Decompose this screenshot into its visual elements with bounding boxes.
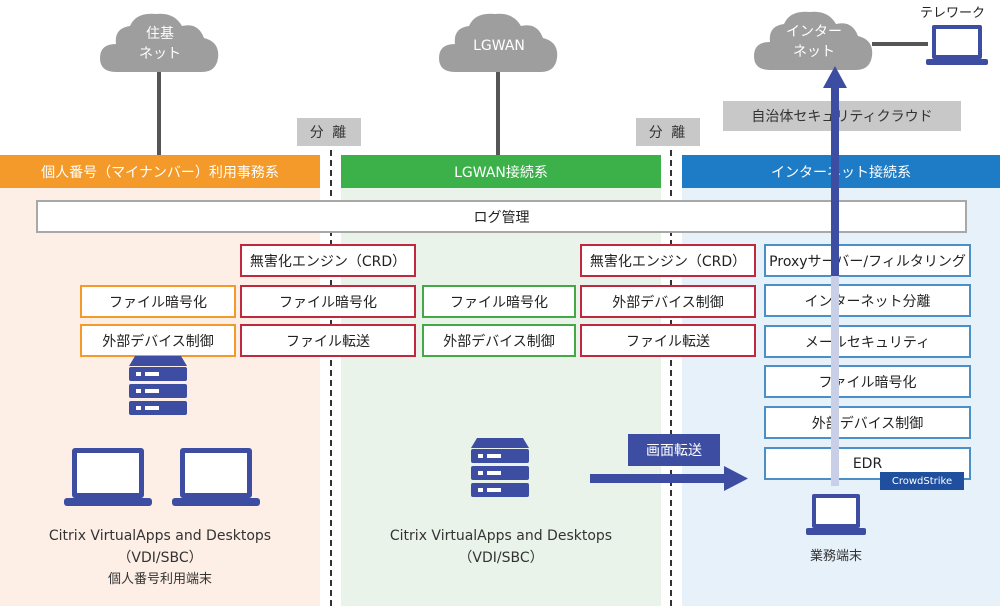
juki-pole [157, 70, 161, 155]
log-management-bar: ログ管理 [36, 200, 967, 233]
screen-transfer-arrow-bar [590, 474, 726, 483]
separator-line-right [670, 150, 672, 606]
caption-lgwan-line1: Citrix VirtualApps and Desktops [389, 528, 613, 544]
laptop-icon-telework [926, 25, 988, 65]
separator-line-left [330, 150, 332, 606]
caption-mynumber-line1: Citrix VirtualApps and Desktops [48, 528, 272, 544]
lgwan-green-box-encrypt: ファイル暗号化 [422, 285, 576, 318]
internet-box-device: 外部デバイス制御 [764, 406, 971, 439]
crowdstrike-tag: CrowdStrike [880, 472, 964, 490]
separator-label-left: 分 離 [297, 118, 361, 146]
separator-label-right: 分 離 [636, 118, 700, 146]
cloud-label-juki: 住基 ネット [139, 26, 181, 62]
laptop-icon-mynumber-1 [64, 448, 152, 506]
internet-box-proxy: Proxyサーバー/フィルタリング [764, 244, 971, 277]
caption-lgwan-line2: （VDI/SBC） [458, 550, 544, 566]
mynumber-red-box-transfer: ファイル転送 [240, 324, 416, 357]
screen-transfer-label: 画面転送 [628, 434, 720, 466]
internet-box-encrypt: ファイル暗号化 [764, 365, 971, 398]
mynumber-red-box-crd: 無害化エンジン（CRD） [240, 244, 416, 277]
lgwan-green-box-device: 外部デバイス制御 [422, 324, 576, 357]
internet-uplink-bar [831, 86, 839, 276]
up-arrow-icon [823, 66, 847, 88]
cloud-icon-juki [100, 13, 219, 72]
internet-box-edr: EDR [764, 447, 971, 480]
server-icon-lgwan [471, 438, 529, 497]
band-internet: インターネット接続系 [682, 155, 1000, 188]
cloud-icon-lgwan [439, 13, 558, 72]
internet-box-isolation: インターネット分離 [764, 284, 971, 317]
mynumber-orange-box-encrypt: ファイル暗号化 [80, 285, 236, 318]
caption-mynumber: Citrix VirtualApps and Desktops （VDI/SBC… [0, 525, 320, 591]
cloud-label-internet: インター ネット [786, 24, 842, 60]
caption-mynumber-line3: 個人番号利用端末 [107, 572, 212, 587]
security-cloud-label: 自治体セキュリティクラウド [723, 101, 961, 131]
caption-lgwan: Citrix VirtualApps and Desktops （VDI/SBC… [341, 525, 661, 569]
internet-box-mail: メールセキュリティ [764, 325, 971, 358]
server-icon-mynumber [129, 356, 187, 415]
laptop-icon-business [806, 494, 866, 535]
telework-connector [872, 42, 928, 46]
telework-label: テレワーク [920, 6, 986, 21]
laptop-icon-mynumber-2 [172, 448, 260, 506]
mynumber-red-box-encrypt: ファイル暗号化 [240, 285, 416, 318]
cloud-icon-internet [754, 11, 873, 70]
lgwan-red-box-crd: 無害化エンジン（CRD） [580, 244, 756, 277]
band-mynumber: 個人番号（マイナンバー）利用事務系 [0, 155, 320, 188]
right-arrow-icon [724, 466, 748, 491]
lgwan-red-box-transfer: ファイル転送 [580, 324, 756, 357]
mynumber-orange-box-device: 外部デバイス制御 [80, 324, 236, 357]
lgwan-pole [496, 70, 500, 155]
caption-mynumber-line2: （VDI/SBC） [117, 550, 203, 566]
cloud-label-lgwan: LGWAN [473, 38, 525, 54]
internet-uplink-bar-lower [831, 276, 839, 486]
caption-business-terminal: 業務端末 [809, 549, 862, 564]
band-lgwan: LGWAN接続系 [341, 155, 661, 188]
lgwan-red-box-device: 外部デバイス制御 [580, 285, 756, 318]
